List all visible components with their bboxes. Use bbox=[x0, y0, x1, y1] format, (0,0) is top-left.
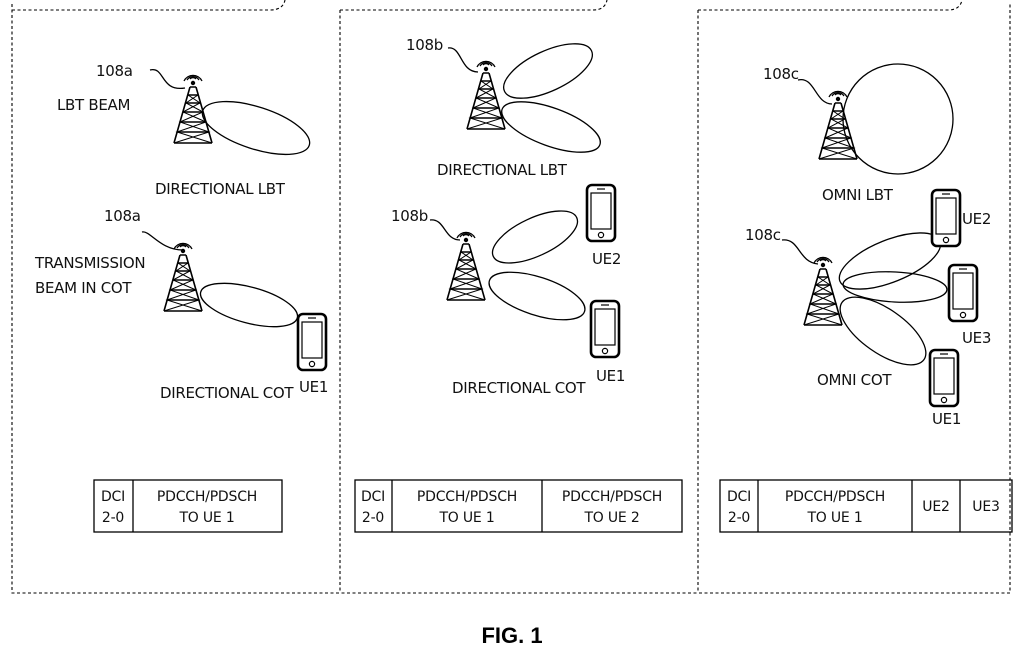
ref-108b-bottom: 108b bbox=[391, 207, 428, 225]
ref-108c-bottom: 108c bbox=[745, 226, 781, 244]
beam-ellipse bbox=[501, 101, 601, 153]
ue3-cell: UE3 bbox=[972, 499, 999, 515]
directional-cot-caption: DIRECTIONAL COT bbox=[160, 384, 294, 402]
pdcch-ue1-line2: TO UE 1 bbox=[806, 510, 862, 526]
ue1-label: UE1 bbox=[932, 410, 961, 428]
beam-ellipse bbox=[839, 296, 927, 366]
ue1-label: UE1 bbox=[596, 367, 625, 385]
tower-icon bbox=[173, 74, 213, 144]
frames bbox=[11, 0, 1011, 594]
panel-directional: 108a LBT BEAM DIRECTIONAL LBT 108a TRANS… bbox=[34, 62, 328, 533]
omni-lbt-caption: OMNI LBT bbox=[822, 186, 894, 204]
tx-beam-line1: TRANSMISSION bbox=[34, 254, 145, 272]
directional-lbt-caption: DIRECTIONAL LBT bbox=[155, 180, 286, 198]
ref-108a-bottom: 108a bbox=[104, 207, 141, 225]
omni-cot-caption: OMNI COT bbox=[817, 371, 892, 389]
phone-icon bbox=[930, 188, 962, 248]
ref-108a-top: 108a bbox=[96, 62, 133, 80]
resource-table: DCI 2-0 PDCCH/PDSCH TO UE 1 UE2 UE3 bbox=[719, 479, 1013, 533]
leader-line bbox=[141, 231, 184, 251]
tower-icon bbox=[803, 256, 843, 326]
beam-ellipse bbox=[201, 100, 311, 156]
pdcch-ue1-line1: PDCCH/PDSCH bbox=[785, 489, 885, 505]
ref-108b-top: 108b bbox=[406, 36, 443, 54]
beam-ellipse bbox=[503, 43, 593, 99]
dci-line1: DCI bbox=[101, 489, 125, 505]
pdcch-ue1-line2: TO UE 1 bbox=[438, 510, 494, 526]
resource-table: DCI 2-0 PDCCH/PDSCH TO UE 1 PDCCH/PDSCH … bbox=[354, 479, 683, 533]
dci-line2: 2-0 bbox=[102, 510, 124, 526]
leader-line bbox=[447, 47, 479, 73]
beam-ellipse bbox=[842, 271, 948, 303]
leader-line bbox=[429, 219, 461, 241]
directional-lbt-caption: DIRECTIONAL LBT bbox=[437, 161, 568, 179]
ue2-label: UE2 bbox=[962, 210, 991, 228]
pdcch-cell-line1: PDCCH/PDSCH bbox=[157, 489, 257, 505]
ue1-label: UE1 bbox=[299, 378, 328, 396]
leader-line bbox=[781, 239, 819, 265]
beam-ellipse bbox=[199, 282, 299, 328]
beam-ellipse bbox=[488, 271, 586, 321]
ue2-cell: UE2 bbox=[922, 499, 949, 515]
beam-ellipse bbox=[838, 232, 942, 290]
pdcch-ue2-line1: PDCCH/PDSCH bbox=[562, 489, 662, 505]
figure-caption: FIG. 1 bbox=[481, 623, 542, 648]
dci-line2: 2-0 bbox=[362, 510, 384, 526]
phone-icon bbox=[589, 299, 621, 359]
lbt-beam-label: LBT BEAM bbox=[57, 96, 130, 114]
phone-icon bbox=[296, 312, 328, 372]
phone-icon bbox=[947, 263, 979, 323]
pdcch-ue2-line2: TO UE 2 bbox=[583, 510, 639, 526]
dci-line1: DCI bbox=[361, 489, 385, 505]
tower-icon bbox=[446, 231, 486, 301]
resource-table: DCI 2-0 PDCCH/PDSCH TO UE 1 bbox=[93, 479, 283, 533]
leader-line bbox=[797, 79, 833, 105]
tx-beam-line2: BEAM IN COT bbox=[35, 279, 132, 297]
dci-line1: DCI bbox=[727, 489, 751, 505]
leader-line bbox=[149, 69, 186, 89]
ue2-label: UE2 bbox=[592, 250, 621, 268]
panel-multi-directional: 108b DIRECTIONAL LBT 108b UE2 UE1 DIRECT… bbox=[354, 36, 683, 533]
pdcch-ue1-line1: PDCCH/PDSCH bbox=[417, 489, 517, 505]
panel-omni: 108c OMNI LBT 108c UE2 UE3 UE1 OMNI COT … bbox=[719, 63, 1013, 533]
ue3-label: UE3 bbox=[962, 329, 991, 347]
phone-icon bbox=[928, 348, 960, 408]
tower-icon bbox=[163, 242, 203, 312]
ref-108c-top: 108c bbox=[763, 65, 799, 83]
omni-beam-circle bbox=[842, 63, 954, 175]
pdcch-cell-line2: TO UE 1 bbox=[178, 510, 234, 526]
phone-icon bbox=[585, 183, 617, 243]
directional-cot-caption: DIRECTIONAL COT bbox=[452, 379, 586, 397]
beam-ellipse bbox=[491, 210, 579, 264]
dci-line2: 2-0 bbox=[728, 510, 750, 526]
